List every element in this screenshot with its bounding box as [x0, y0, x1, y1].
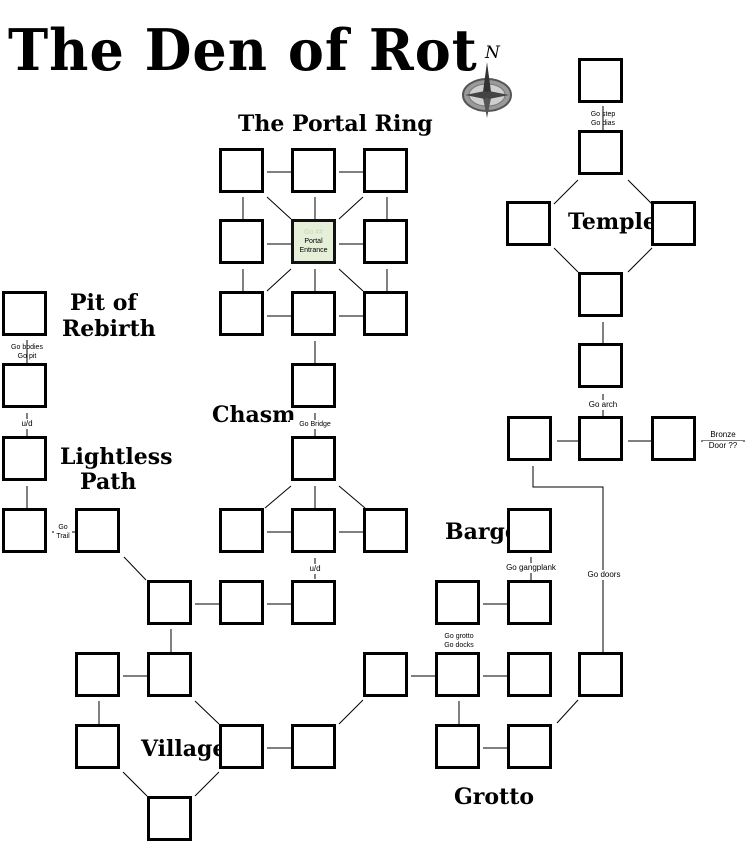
room-grotto-center[interactable] — [435, 652, 480, 697]
room-docks[interactable] — [435, 580, 480, 625]
exit-label-go-trail-2: Trail — [54, 532, 72, 541]
exit-label-go-arch: Go arch — [578, 400, 628, 410]
room-village-ne-2[interactable] — [219, 580, 264, 625]
room-portal-s[interactable] — [291, 291, 336, 336]
room-temple-e[interactable] — [651, 201, 696, 246]
room-grotto-doors[interactable] — [578, 652, 623, 697]
room-village-ne-1[interactable] — [147, 580, 192, 625]
room-pit-of-rebirth[interactable] — [2, 291, 47, 336]
compass-north-label: N — [484, 43, 501, 63]
room-temple-n[interactable] — [578, 130, 623, 175]
region-label-village: Village — [141, 736, 227, 762]
exit-label-go-dias: Go dias — [590, 120, 616, 127]
region-label-chasm: Chasm — [212, 402, 296, 428]
region-label-pit-of-rebirth-1: Pit of — [70, 290, 137, 316]
region-label-barge: Barge — [445, 519, 519, 545]
portal-entrance-faded-label: Go ## — [303, 229, 324, 236]
room-bronze-w[interactable] — [507, 416, 552, 461]
exit-label-go-bridge: Go Bridge — [290, 420, 340, 429]
room-pit-below[interactable] — [2, 363, 47, 408]
room-barge[interactable] — [507, 508, 552, 553]
room-grotto-sw[interactable] — [435, 724, 480, 769]
compass-icon: N — [460, 42, 516, 118]
room-chasm-se[interactable] — [363, 508, 408, 553]
exit-label-go-step: Go step — [590, 111, 616, 118]
room-lightless-1[interactable] — [2, 436, 47, 481]
region-label-grotto: Grotto — [454, 784, 535, 810]
room-village-w[interactable] — [75, 724, 120, 769]
exit-label-go-docks: Go docks — [444, 642, 474, 649]
room-portal-entrance[interactable]: Go ## Portal Entrance — [291, 219, 336, 264]
room-portal-se[interactable] — [363, 291, 408, 336]
room-portal-sw[interactable] — [219, 291, 264, 336]
room-temple-w[interactable] — [506, 201, 551, 246]
room-bronze-e[interactable] — [651, 416, 696, 461]
room-chasm-sw[interactable] — [219, 508, 264, 553]
exit-label-go-pit: Go pit — [17, 353, 37, 360]
region-label-temple: Temple — [568, 209, 657, 235]
exit-label-go-doors: Go doors — [578, 570, 630, 580]
room-temple-s[interactable] — [578, 272, 623, 317]
room-portal-nw[interactable] — [219, 148, 264, 193]
room-temple-dias[interactable] — [578, 58, 623, 103]
room-village-s[interactable] — [147, 796, 192, 841]
portal-entrance-label-2: Entrance — [299, 247, 328, 254]
room-lightless-2[interactable] — [2, 508, 47, 553]
exit-label-bronze-door-2: Door ?? — [703, 441, 743, 451]
room-chasm-bridge[interactable] — [291, 363, 336, 408]
room-chasm-center[interactable] — [291, 436, 336, 481]
exit-label-ud-chasm: u/d — [302, 564, 328, 574]
portal-entrance-label-1: Portal — [304, 238, 323, 245]
room-portal-e[interactable] — [363, 219, 408, 264]
room-grotto-se[interactable] — [507, 724, 552, 769]
room-village-nw[interactable] — [75, 652, 120, 697]
room-portal-ne[interactable] — [363, 148, 408, 193]
room-portal-w[interactable] — [219, 219, 264, 264]
region-label-lightless-path-1: Lightless — [60, 444, 173, 470]
room-village-road[interactable] — [291, 724, 336, 769]
region-label-portal-ring: The Portal Ring — [238, 111, 433, 137]
exit-label-ud-pit: u/d — [14, 419, 40, 429]
exit-label-go-bodies: Go bodies — [11, 344, 43, 351]
room-portal-n[interactable] — [291, 148, 336, 193]
region-label-pit-of-rebirth-2: Rebirth — [62, 316, 156, 342]
exit-label-go-gangplank: Go gangplank — [496, 563, 566, 573]
region-label-lightless-path-2: Path — [80, 469, 137, 495]
map-title: The Den of Rot — [8, 16, 478, 84]
room-trail[interactable] — [75, 508, 120, 553]
room-gangplank[interactable] — [507, 580, 552, 625]
room-village-n[interactable] — [147, 652, 192, 697]
exit-label-go-trail-1: Go — [54, 523, 72, 532]
room-grotto-e[interactable] — [507, 652, 552, 697]
room-bronze-center[interactable] — [578, 416, 623, 461]
room-grotto-road[interactable] — [363, 652, 408, 697]
room-temple-arch[interactable] — [578, 343, 623, 388]
room-village-ne-3[interactable] — [291, 580, 336, 625]
exit-label-go-grotto: Go grotto — [444, 633, 474, 640]
room-chasm-s[interactable] — [291, 508, 336, 553]
room-village-e[interactable] — [219, 724, 264, 769]
exit-label-bronze-door-1: Bronze — [703, 430, 743, 440]
